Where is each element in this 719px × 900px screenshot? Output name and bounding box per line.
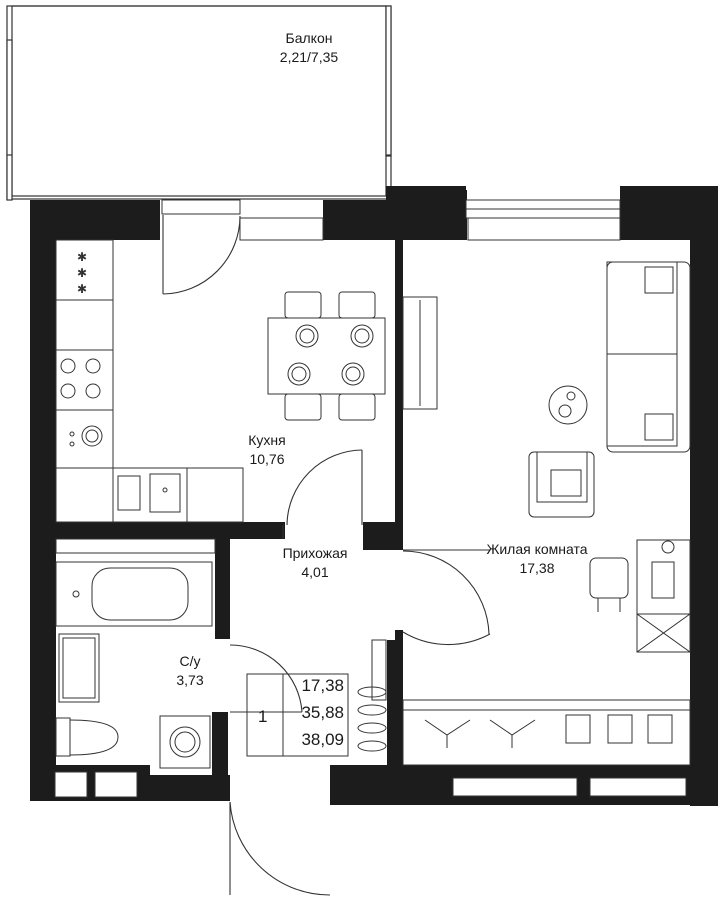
balcony-name: Балкон	[285, 30, 333, 46]
balcony	[6, 5, 392, 201]
hallway-name: Прихожая	[282, 545, 348, 561]
svg-text:✱: ✱	[77, 250, 87, 264]
living-furniture	[402, 261, 691, 766]
hallway-label: Прихожая 4,01	[255, 544, 375, 582]
living-area: 17,38	[519, 560, 555, 576]
balcony-area: 2,21/7,35	[279, 49, 339, 65]
bathroom-name: С/у	[179, 653, 201, 669]
living-area-value: 17,38	[301, 676, 344, 695]
bath-furniture	[55, 538, 387, 769]
svg-text:✱: ✱	[77, 266, 87, 280]
balcony-label: Балкон 2,21/7,35	[229, 29, 389, 67]
kitchen-label: Кухня 10,76	[207, 431, 327, 469]
hallway-area: 4,01	[301, 564, 329, 580]
living-label: Жилая комната 17,38	[462, 540, 612, 578]
total-with-balcony-value: 38,09	[301, 730, 344, 749]
area-summary: 1 17,38 35,88 38,09	[247, 674, 348, 756]
kitchen-name: Кухня	[248, 432, 286, 448]
windows	[54, 199, 687, 798]
living-name: Жилая комната	[486, 541, 588, 557]
kitchen-area: 10,76	[249, 451, 285, 467]
bathroom-label: С/у 3,73	[155, 652, 225, 690]
total-area-value: 35,88	[301, 703, 344, 722]
bathroom-area: 3,73	[176, 672, 204, 688]
doors	[162, 215, 491, 896]
svg-text:✱: ✱	[77, 282, 87, 296]
area-summary-box	[246, 673, 349, 757]
walls	[30, 186, 718, 806]
rooms-count: 1	[258, 707, 268, 726]
stove	[60, 358, 101, 399]
kitchen-furniture: ✱ ✱ ✱	[55, 239, 386, 523]
